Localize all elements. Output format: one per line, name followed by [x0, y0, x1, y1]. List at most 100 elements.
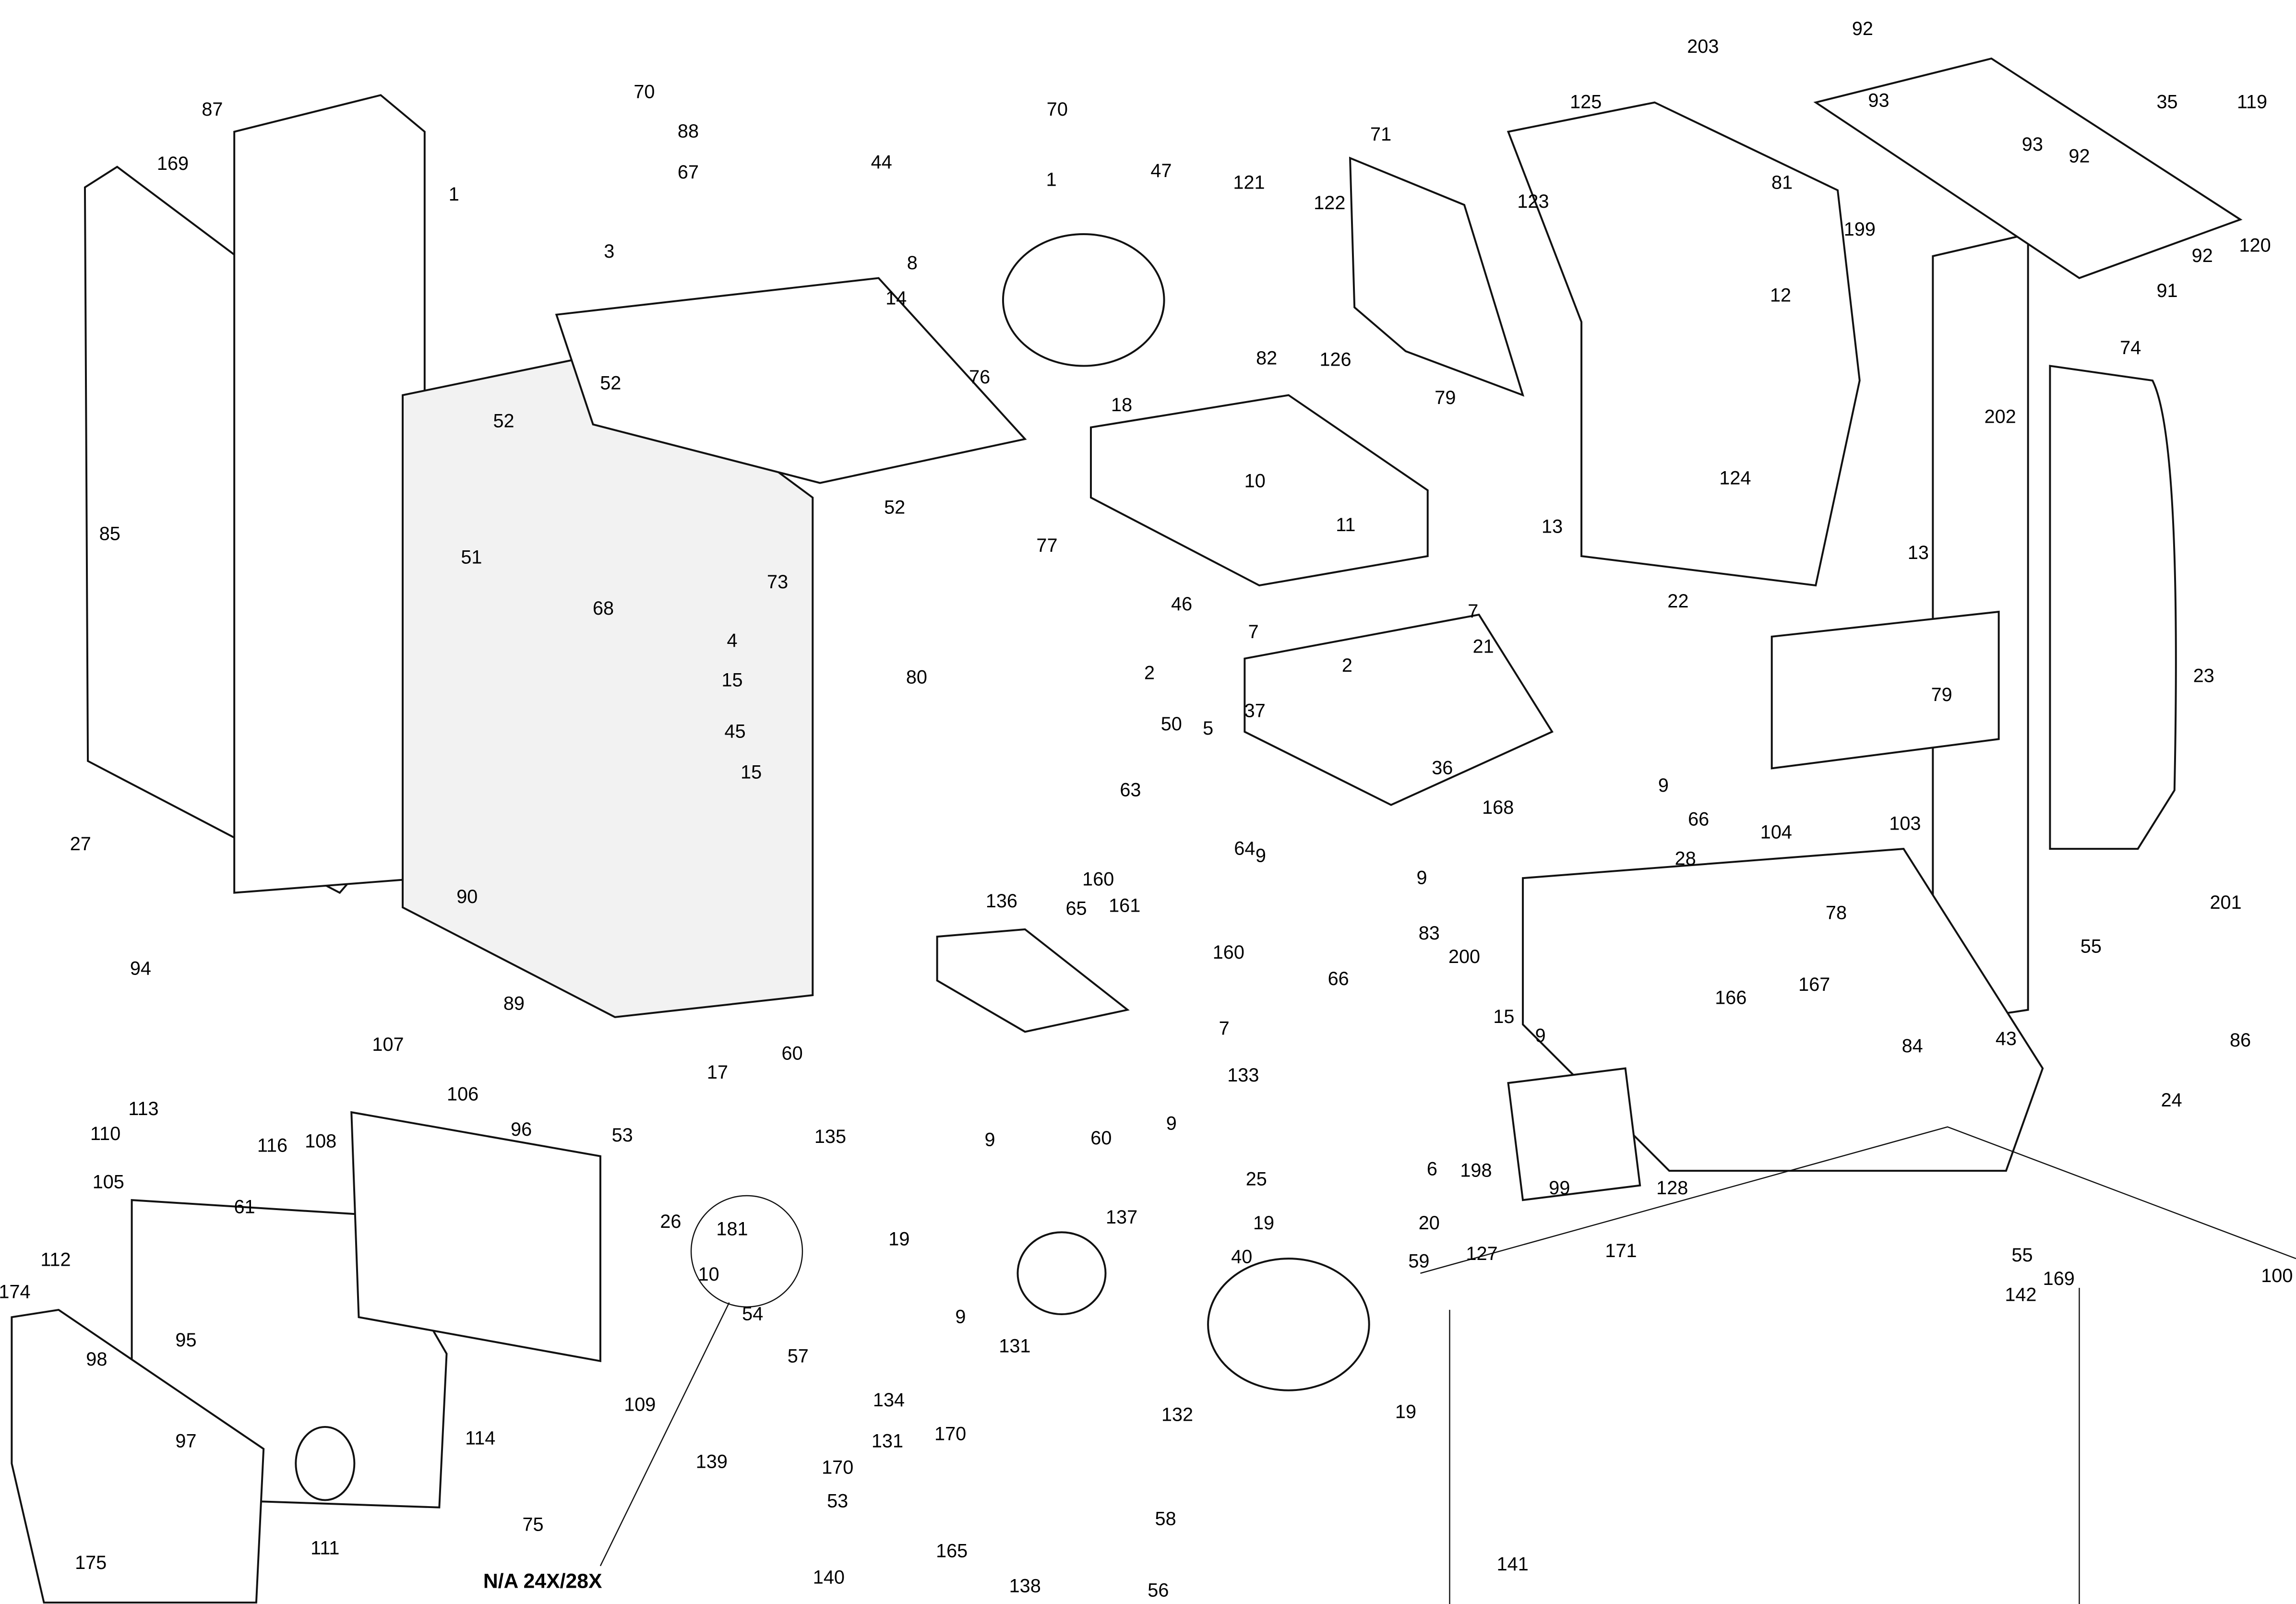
callout-112: 112: [40, 1249, 71, 1270]
callout-142: 142: [2005, 1284, 2036, 1306]
callout-15: 15: [741, 762, 762, 783]
callout-5: 5: [1203, 718, 1213, 739]
callout-23: 23: [2193, 665, 2214, 686]
callout-198: 198: [1460, 1160, 1492, 1181]
callout-91: 91: [2156, 280, 2177, 301]
callout-119: 119: [2237, 92, 2267, 113]
callout-169: 169: [157, 153, 189, 174]
callout-2: 2: [1342, 655, 1352, 676]
callout-79: 79: [1435, 387, 1456, 408]
callout-71: 71: [1370, 124, 1391, 145]
callout-94: 94: [130, 958, 151, 979]
callout-104: 104: [1760, 822, 1792, 843]
callout-2: 2: [1144, 662, 1155, 683]
callout-67: 67: [678, 162, 699, 183]
callout-9: 9: [955, 1306, 966, 1327]
callout-175: 175: [75, 1552, 107, 1573]
callout-107: 107: [372, 1034, 404, 1055]
callout-131: 131: [999, 1335, 1030, 1356]
callout-201: 201: [2210, 892, 2241, 913]
callout-123: 123: [1517, 191, 1549, 212]
callout-93: 93: [2022, 134, 2043, 155]
callout-60: 60: [1090, 1128, 1112, 1149]
callout-138: 138: [1009, 1576, 1041, 1597]
callout-167: 167: [1798, 974, 1830, 995]
callout-92: 92: [2069, 146, 2090, 167]
callout-83: 83: [1419, 923, 1440, 944]
callout-8: 8: [907, 252, 918, 273]
highlight-circle-181: [690, 1195, 803, 1308]
callout-70: 70: [1047, 99, 1068, 120]
callout-19: 19: [1253, 1212, 1274, 1234]
frame-side: [1507, 101, 1861, 587]
callout-171: 171: [1605, 1240, 1637, 1261]
callout-78: 78: [1826, 903, 1847, 924]
callout-202: 202: [1985, 406, 2016, 428]
callout-135: 135: [814, 1126, 846, 1147]
callout-20: 20: [1419, 1212, 1440, 1234]
callout-126: 126: [1319, 349, 1351, 370]
callout-103: 103: [1889, 813, 1921, 834]
pump: [1207, 1258, 1370, 1391]
callout-13: 13: [1908, 542, 1929, 563]
callout-53: 53: [612, 1125, 633, 1146]
callout-174: 174: [0, 1282, 31, 1303]
callout-13: 13: [1542, 516, 1563, 537]
callout-140: 140: [813, 1567, 845, 1588]
callout-113: 113: [128, 1098, 158, 1119]
callout-73: 73: [767, 571, 788, 593]
callout-24: 24: [2161, 1090, 2182, 1111]
callout-22: 22: [1667, 591, 1688, 612]
clock-dial: [295, 1426, 356, 1501]
callout-122: 122: [1314, 192, 1345, 214]
callout-136: 136: [986, 891, 1017, 912]
callout-203: 203: [1687, 36, 1719, 57]
combustion-chamber-top: [555, 277, 1027, 484]
callout-77: 77: [1036, 535, 1057, 556]
callout-161: 161: [1109, 895, 1140, 916]
callout-63: 63: [1120, 779, 1141, 800]
callout-93: 93: [1868, 90, 1889, 111]
callout-64: 64: [1234, 838, 1255, 859]
callout-6: 6: [1427, 1158, 1437, 1179]
callout-106: 106: [447, 1084, 478, 1105]
callout-181: 181: [716, 1218, 748, 1239]
callout-97: 97: [175, 1431, 196, 1452]
callout-96: 96: [511, 1119, 532, 1140]
callout-84: 84: [1902, 1035, 1923, 1057]
callout-9: 9: [1256, 845, 1266, 867]
callout-81: 81: [1771, 172, 1793, 193]
note-leader: [599, 1302, 730, 1567]
callout-17: 17: [707, 1062, 728, 1083]
callout-110: 110: [90, 1123, 120, 1144]
callout-3: 3: [604, 241, 614, 262]
callout-66: 66: [1328, 968, 1349, 989]
callout-40: 40: [1231, 1246, 1252, 1267]
callout-18: 18: [1111, 394, 1132, 416]
callout-59: 59: [1408, 1250, 1429, 1271]
callout-170: 170: [934, 1423, 966, 1444]
callout-27: 27: [70, 833, 91, 855]
plate-heat-exchanger: [936, 928, 1130, 1033]
callout-52: 52: [493, 411, 514, 432]
callout-55: 55: [2011, 1245, 2033, 1266]
callout-199: 199: [1844, 219, 1876, 240]
callout-68: 68: [593, 598, 614, 619]
callout-98: 98: [86, 1349, 107, 1370]
callout-111: 111: [311, 1537, 339, 1558]
callout-28: 28: [1675, 848, 1696, 869]
callout-55: 55: [2081, 936, 2102, 957]
callout-66: 66: [1688, 808, 1709, 830]
callout-1: 1: [1046, 169, 1057, 190]
callout-7: 7: [1248, 621, 1259, 642]
callout-26: 26: [660, 1211, 681, 1232]
callout-21: 21: [1473, 636, 1494, 657]
callout-133: 133: [1227, 1065, 1259, 1086]
callout-108: 108: [305, 1130, 336, 1152]
callout-160: 160: [1082, 868, 1114, 890]
gas-valve: [1507, 1067, 1641, 1201]
callout-10: 10: [698, 1264, 719, 1285]
callout-127: 127: [1466, 1243, 1498, 1264]
callout-9: 9: [1658, 775, 1669, 796]
